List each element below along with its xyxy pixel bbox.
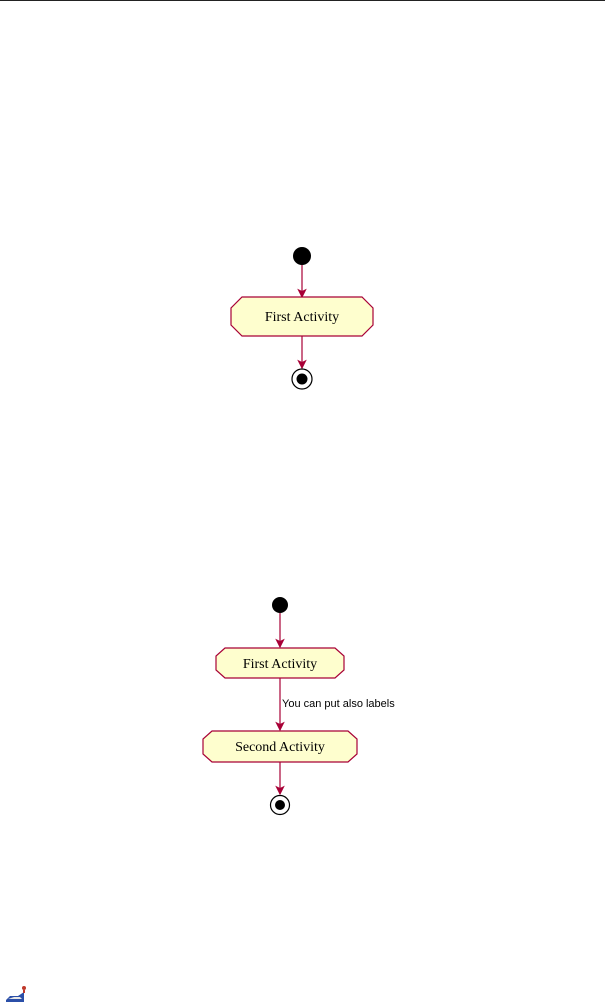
end-node-icon <box>291 368 313 390</box>
activity-first: First Activity <box>215 647 345 679</box>
activity-second: Second Activity <box>202 730 358 763</box>
start-node-icon <box>272 597 288 613</box>
logo-icon <box>6 986 26 1002</box>
diagram-2: First Activity You can put also labels S… <box>202 597 395 816</box>
edge-label: You can put also labels <box>282 698 395 710</box>
diagram-1: First Activity <box>230 247 374 390</box>
activity-label: Second Activity <box>235 740 325 755</box>
end-node-icon <box>269 794 291 816</box>
activity-first: First Activity <box>230 296 374 337</box>
top-divider <box>0 0 605 1</box>
activity-label: First Activity <box>265 310 339 325</box>
start-node-icon <box>293 247 311 265</box>
activity-label: First Activity <box>243 657 317 672</box>
